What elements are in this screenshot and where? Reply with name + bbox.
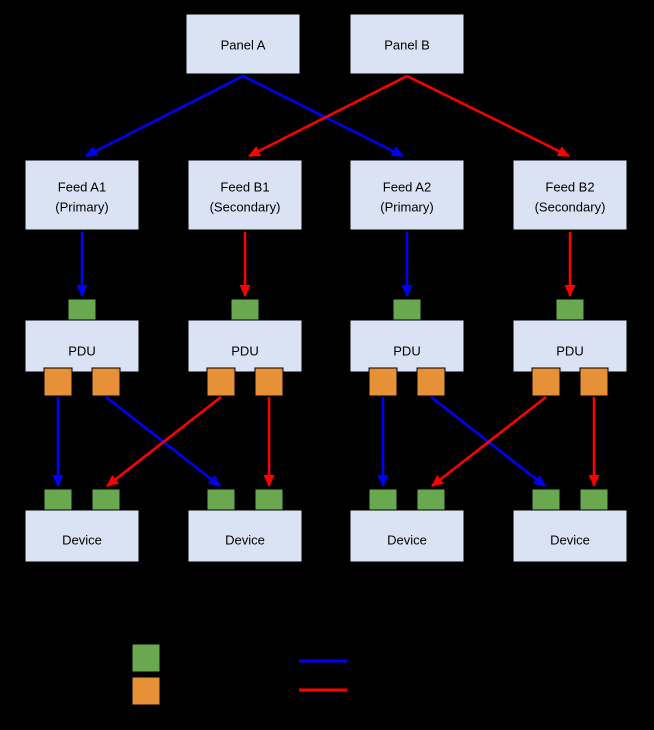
arrow-panel-b-to-feed-b1	[248, 74, 408, 158]
pdu-1-output-port-right	[91, 367, 121, 397]
device-3-node: Device	[349, 488, 465, 563]
device-1-box	[24, 509, 140, 563]
pdu-2-node: PDU	[187, 298, 303, 397]
device-1-label: Device	[62, 533, 102, 548]
device-4-node: Device	[512, 488, 628, 563]
device-2-node: Device	[187, 488, 303, 563]
feed-a2-role-label: (Primary)	[380, 200, 433, 215]
pdu-1-box	[24, 319, 140, 373]
feed-a2-box	[349, 159, 465, 231]
pdu-2-output-port-left	[206, 367, 236, 397]
device-4-box	[512, 509, 628, 563]
pdu-3-output-port-right	[416, 367, 446, 397]
device-4-label: Device	[550, 533, 590, 548]
feed-pdu-arrows	[76, 232, 576, 297]
feed-b1-node: Feed B1 (Secondary)	[187, 159, 303, 231]
feed-a1-name-label: Feed A1	[58, 180, 106, 195]
pdu-2-output-port-right	[254, 367, 284, 397]
pdu-2-label: PDU	[231, 344, 258, 359]
pdu-1-output-port-left	[43, 367, 73, 397]
feed-a1-node: Feed A1 (Primary)	[24, 159, 140, 231]
feed-b1-role-label: (Secondary)	[210, 200, 281, 215]
pdu-3-node: PDU	[349, 298, 465, 397]
pdu-3-label: PDU	[393, 344, 420, 359]
panel-a-box	[185, 13, 301, 75]
pdu-4-node: PDU	[512, 298, 628, 397]
pdu-4-box	[512, 319, 628, 373]
feed-b2-box	[512, 159, 628, 231]
feed-a1-role-label: (Primary)	[55, 200, 108, 215]
arrow-pdu2-to-device1	[106, 396, 222, 487]
panel-b-box	[349, 13, 465, 75]
feed-b2-name-label: Feed B2	[545, 180, 594, 195]
pdu-1-node: PDU	[24, 298, 140, 397]
pdu-2-box	[187, 319, 303, 373]
pdu-4-output-port-left	[531, 367, 561, 397]
panel-a-node: Panel A	[185, 13, 301, 75]
pdu-1-label: PDU	[68, 344, 95, 359]
legend-input-port-swatch	[131, 643, 161, 673]
feed-b1-box	[187, 159, 303, 231]
feed-b1-name-label: Feed B1	[220, 180, 269, 195]
pdu-4-label: PDU	[556, 344, 583, 359]
panel-b-label: Panel B	[384, 38, 430, 53]
panel-a-label: Panel A	[221, 38, 266, 53]
feed-b2-node: Feed B2 (Secondary)	[512, 159, 628, 231]
legend-output-port-swatch	[131, 676, 161, 706]
device-1-node: Device	[24, 488, 140, 563]
pdu-4-output-port-right	[579, 367, 609, 397]
feed-a2-node: Feed A2 (Primary)	[349, 159, 465, 231]
pdu-device-arrows	[52, 396, 600, 487]
arrow-pdu4-to-device3	[431, 396, 547, 487]
device-3-box	[349, 509, 465, 563]
pdu-3-box	[349, 319, 465, 373]
arrow-panel-a-to-feed-a2	[242, 74, 404, 158]
feed-a2-name-label: Feed A2	[383, 180, 431, 195]
arrow-panel-b-to-feed-b2	[406, 74, 570, 158]
pdu-3-output-port-left	[368, 367, 398, 397]
device-3-label: Device	[387, 533, 427, 548]
legend	[131, 643, 347, 706]
device-2-label: Device	[225, 533, 265, 548]
feed-a1-box	[24, 159, 140, 231]
device-2-box	[187, 509, 303, 563]
feed-b2-role-label: (Secondary)	[535, 200, 606, 215]
panel-feed-arrows	[85, 74, 570, 158]
panel-b-node: Panel B	[349, 13, 465, 75]
arrow-panel-a-to-feed-a1	[85, 74, 244, 158]
